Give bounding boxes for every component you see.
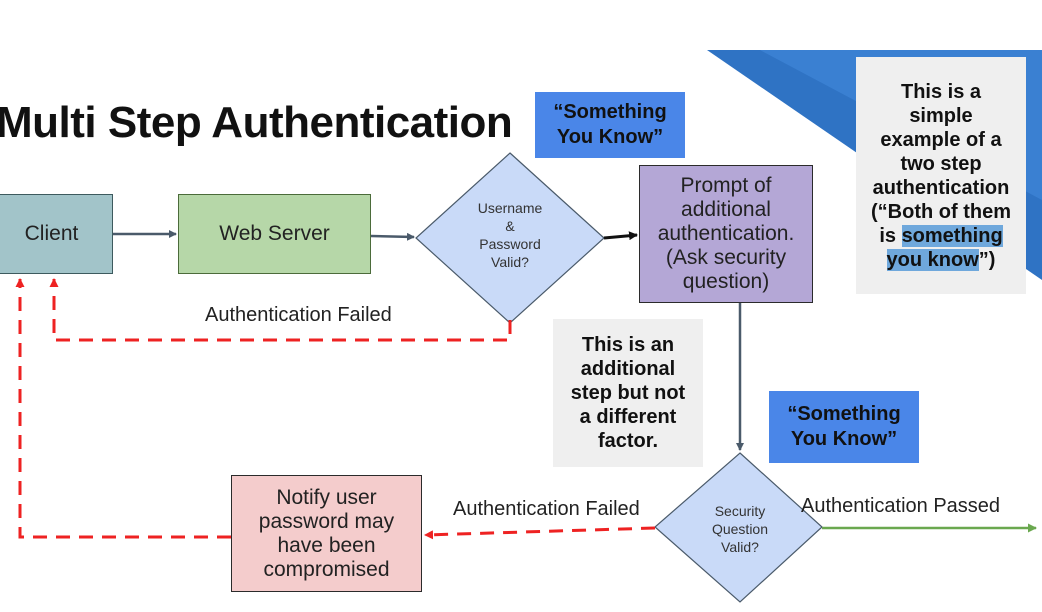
note-line: This is an xyxy=(581,334,675,356)
web-server-node-label: Web Server xyxy=(219,222,330,245)
arrow-security-failed-to-notify xyxy=(424,526,656,540)
note-line: additional xyxy=(580,358,676,380)
decision-credentials-line: Username xyxy=(477,200,543,216)
badge-line: “Something xyxy=(787,403,901,425)
arrow-decision-to-prompt xyxy=(603,231,638,241)
note-text: is xyxy=(879,224,902,247)
note-text: ”) xyxy=(978,248,996,271)
notify-line: have been xyxy=(277,533,376,557)
prompt-line: Prompt of xyxy=(680,174,772,197)
note-line: (“Both of them xyxy=(871,200,1011,223)
decision-credentials-line: Password xyxy=(479,236,541,252)
highlighted-text: you know xyxy=(886,248,979,271)
note-line: is something xyxy=(879,224,1003,248)
decision-credentials-line: & xyxy=(505,218,515,234)
decision-security-line: Security xyxy=(714,503,766,519)
prompt-line: question) xyxy=(682,270,770,293)
note-line: step but not xyxy=(570,382,686,404)
note-line: a different xyxy=(579,406,677,428)
client-node: Client xyxy=(0,194,113,274)
decision-security-label: Security Question Valid? xyxy=(690,502,790,556)
edge-label-failed-top: Authentication Failed xyxy=(205,304,392,326)
note-line: This is a xyxy=(900,80,982,103)
decision-security-shape xyxy=(654,452,823,603)
page-title: Multi Step Authentication xyxy=(0,98,513,147)
highlighted-text: something xyxy=(901,224,1003,247)
note-line: you know”) xyxy=(886,248,996,272)
notify-node: Notify user password may have been compr… xyxy=(231,475,422,592)
badge-line: You Know” xyxy=(556,126,664,148)
edge-label-passed: Authentication Passed xyxy=(801,495,1001,517)
something-you-know-badge: “Something You Know” xyxy=(769,391,919,463)
arrow-failed-to-client-top xyxy=(49,278,512,342)
note-line: simple xyxy=(909,104,973,127)
notify-line: Notify user xyxy=(276,485,377,509)
prompt-line: authentication. xyxy=(657,222,795,245)
prompt-line: additional xyxy=(681,198,771,221)
badge-line: You Know” xyxy=(790,428,898,450)
example-note: This is a simple example of a two step a… xyxy=(856,57,1026,294)
prompt-line: (Ask security xyxy=(665,246,787,269)
decision-security-line: Valid? xyxy=(721,539,759,555)
note-line: example of a xyxy=(880,128,1002,151)
client-node-label: Client xyxy=(24,222,79,245)
web-server-node: Web Server xyxy=(178,194,371,274)
notify-line: password may xyxy=(258,509,395,533)
arrow-notify-to-client xyxy=(15,278,231,539)
note-line: authentication xyxy=(872,176,1010,199)
notify-line: compromised xyxy=(263,557,390,581)
arrow-webserver-to-decision xyxy=(370,232,415,241)
edge-label-failed-bottom: Authentication Failed xyxy=(453,498,640,520)
prompt-node: Prompt of additional authentication. (As… xyxy=(639,165,813,303)
badge-line: “Something xyxy=(553,101,667,123)
note-line: factor. xyxy=(597,430,659,452)
decision-security-line: Question xyxy=(711,521,769,537)
additional-step-note: This is an additional step but not a dif… xyxy=(553,319,703,467)
decision-credentials-line: Valid? xyxy=(491,254,529,270)
decision-credentials-label: Username & Password Valid? xyxy=(460,199,560,271)
something-you-know-badge: “Something You Know” xyxy=(535,92,685,158)
note-line: two step xyxy=(900,152,982,175)
